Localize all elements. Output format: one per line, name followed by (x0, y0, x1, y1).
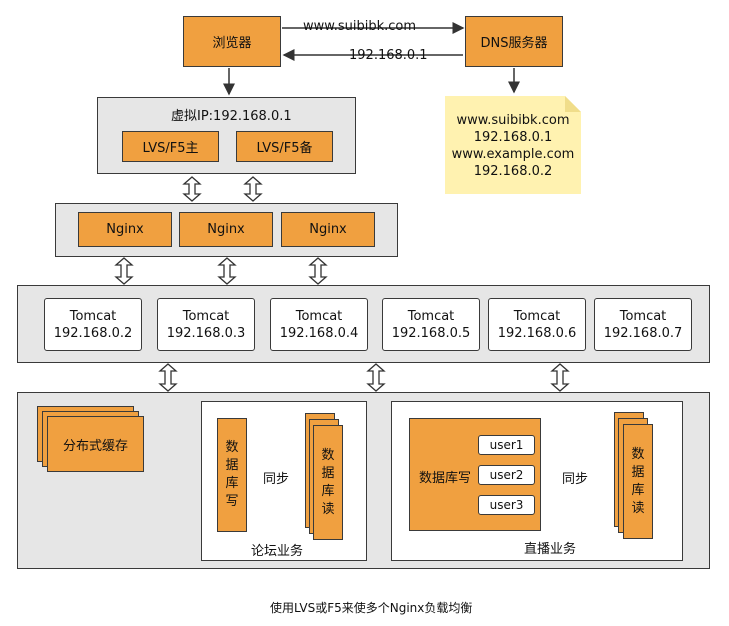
forum-db-write-char: 据 (225, 458, 239, 473)
user-label: user1 (489, 438, 524, 452)
forum-db-write-char: 数 (225, 440, 239, 455)
tomcat-node: Tomcat 192.168.0.4 (270, 298, 368, 351)
forum-sync-label: 同步 (263, 472, 290, 487)
tomcat-node: Tomcat 192.168.0.6 (488, 298, 586, 351)
bidirectional-arrow (243, 176, 263, 202)
live-db-read-char: 读 (631, 500, 645, 516)
bidirectional-arrow (550, 363, 570, 392)
dns-server-node: DNS服务器 (465, 16, 563, 67)
live-db-write-label: 数据库写 (419, 471, 472, 486)
dns-note-shape (445, 96, 581, 194)
live-db-read-char: 数 (631, 446, 645, 462)
tomcat-name: Tomcat (182, 308, 230, 324)
nginx-label: Nginx (309, 222, 347, 237)
browser-node: 浏览器 (183, 16, 281, 67)
bidirectional-arrow (182, 176, 202, 202)
dns-server-label: DNS服务器 (480, 36, 548, 51)
lvs-backup-node: LVS/F5备 (236, 131, 333, 162)
distributed-cache-label: 分布式缓存 (62, 438, 128, 454)
tomcat-name: Tomcat (407, 308, 455, 324)
bidirectional-arrow (366, 363, 386, 392)
bidirectional-arrow (308, 257, 328, 285)
tomcat-node: Tomcat 192.168.0.7 (594, 298, 692, 351)
live-db-read-char: 库 (631, 482, 645, 498)
tomcat-name: Tomcat (619, 308, 667, 324)
nginx-label: Nginx (207, 222, 245, 237)
tomcat-node: Tomcat 192.168.0.5 (382, 298, 480, 351)
browser-label: 浏览器 (212, 36, 252, 51)
live-sync-label: 同步 (562, 472, 589, 487)
dns-note-line: 192.168.0.1 (473, 130, 553, 145)
tomcat-ip: 192.168.0.6 (497, 325, 577, 341)
bidirectional-arrow (158, 363, 178, 392)
dns-note-line: 192.168.0.2 (473, 164, 553, 179)
dns-note-line: www.suibibk.com (456, 113, 570, 128)
virtual-ip-label: 虚拟IP:192.168.0.1 (171, 109, 292, 124)
lvs-backup-label: LVS/F5备 (256, 141, 313, 156)
tomcat-name: Tomcat (295, 308, 343, 324)
distributed-cache-node: 分布式缓存 (47, 416, 144, 472)
tomcat-ip: 192.168.0.7 (603, 325, 683, 341)
tomcat-ip: 192.168.0.5 (391, 325, 471, 341)
forum-section-label: 论坛业务 (251, 544, 304, 559)
user-item: user1 (478, 435, 535, 455)
forum-db-write-char: 库 (225, 476, 239, 491)
live-section-label: 直播业务 (524, 542, 577, 557)
lvs-master-node: LVS/F5主 (122, 131, 219, 162)
nginx-label: Nginx (106, 222, 144, 237)
bidirectional-arrow (217, 257, 237, 285)
bidirectional-arrow (114, 257, 134, 285)
forum-db-read-char: 读 (321, 501, 335, 517)
user-item: user2 (478, 465, 535, 485)
dns-note: www.suibibk.com 192.168.0.1 www.example.… (445, 106, 581, 186)
user-item: user3 (478, 495, 535, 515)
live-db-read-char: 据 (631, 464, 645, 480)
forum-db-read-node: 数 据 库 读 (313, 425, 343, 540)
tomcat-ip: 192.168.0.4 (279, 325, 359, 341)
lvs-master-label: LVS/F5主 (142, 141, 199, 156)
tomcat-ip: 192.168.0.2 (53, 325, 133, 341)
tomcat-node: Tomcat 192.168.0.2 (44, 298, 142, 351)
forum-db-write-node: 数 据 库 写 (217, 418, 247, 532)
user-label: user3 (489, 498, 524, 512)
response-edge-label: 192.168.0.1 (349, 48, 428, 63)
nginx-node: Nginx (78, 212, 172, 247)
forum-db-read-char: 数 (321, 447, 335, 463)
live-db-read-node: 数 据 库 读 (623, 424, 653, 539)
nginx-node: Nginx (179, 212, 273, 247)
forum-db-read-char: 库 (321, 483, 335, 499)
dns-note-line: www.example.com (451, 147, 575, 162)
forum-db-write-char: 写 (225, 494, 239, 509)
diagram-caption: 使用LVS或F5来使多个Nginx负载均衡 (270, 601, 473, 615)
request-edge-label: www.suibibk.com (303, 19, 417, 34)
tomcat-name: Tomcat (69, 308, 117, 324)
tomcat-name: Tomcat (513, 308, 561, 324)
nginx-node: Nginx (281, 212, 375, 247)
user-label: user2 (489, 468, 524, 482)
tomcat-node: Tomcat 192.168.0.3 (157, 298, 255, 351)
forum-db-read-char: 据 (321, 465, 335, 481)
tomcat-ip: 192.168.0.3 (166, 325, 246, 341)
